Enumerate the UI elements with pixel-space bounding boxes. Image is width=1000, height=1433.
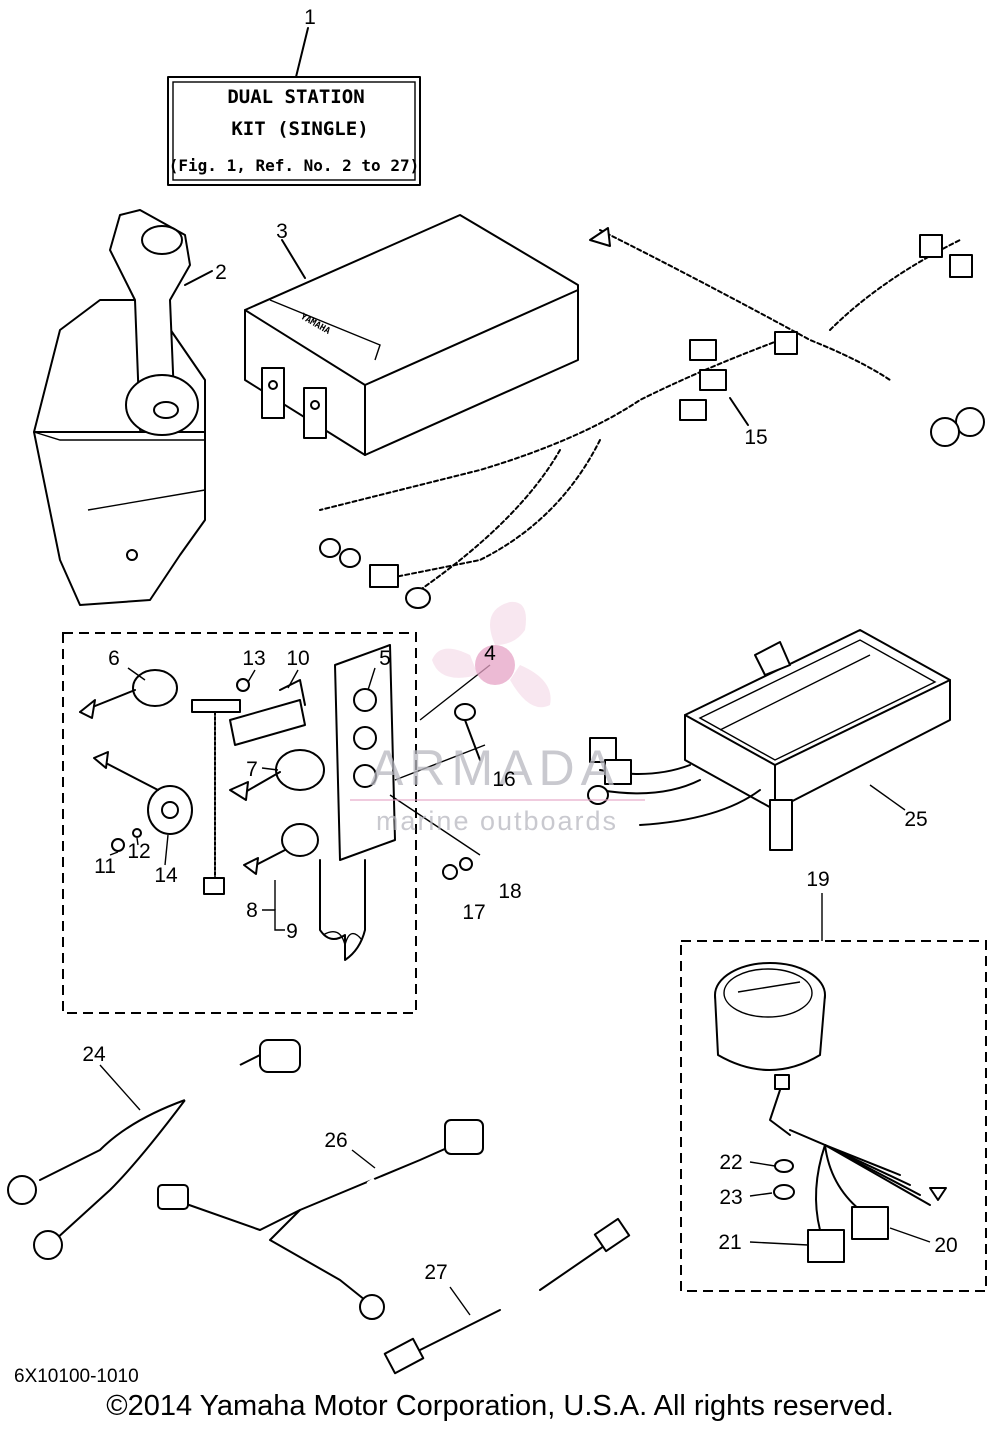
callout-10: 10	[286, 647, 309, 670]
callout-5: 5	[379, 647, 391, 670]
callout-2: 2	[215, 261, 227, 284]
callout-7: 7	[246, 758, 258, 781]
callout-9: 9	[286, 920, 298, 943]
copyright-notice: ©2014 Yamaha Motor Corporation, U.S.A. A…	[106, 1390, 894, 1422]
switch-panel-group	[62, 632, 417, 1014]
callout-3: 3	[276, 220, 288, 243]
callout-25: 25	[904, 808, 927, 831]
part-19-meter-group	[680, 893, 987, 1292]
kit-title-line1: DUAL STATION	[227, 86, 364, 108]
callout-17: 17	[462, 901, 485, 924]
part-3-control-unit-box: YAMAHA	[244, 214, 579, 456]
part-24-y-harness	[7, 1039, 301, 1260]
part-27-extension-wire	[383, 1217, 631, 1375]
kit-title-line3: (Fig. 1, Ref. No. 2 to 27)	[169, 156, 419, 175]
callout-22: 22	[719, 1151, 742, 1174]
callout-20: 20	[934, 1234, 957, 1257]
callout-16: 16	[492, 768, 515, 791]
watermark-brand: ARMADA	[370, 740, 620, 796]
callout-numbers: 1 2 3 4 5 6 7 8 9 10 11 12 13 14 15 16 1…	[82, 6, 957, 1284]
callout-21: 21	[718, 1231, 741, 1254]
kit-title-box: DUAL STATION KIT (SINGLE) (Fig. 1, Ref. …	[167, 27, 421, 186]
part-25-control-module	[587, 629, 951, 851]
callout-1: 1	[304, 6, 316, 29]
watermark-tagline: marine outboards	[376, 806, 618, 836]
callout-6: 6	[108, 647, 120, 670]
callout-23: 23	[719, 1186, 742, 1209]
drawing-code: 6X10100-1010	[14, 1366, 139, 1387]
propeller-logo	[432, 601, 551, 708]
callout-14: 14	[154, 864, 178, 887]
callout-24: 24	[82, 1043, 106, 1066]
callout-12: 12	[127, 840, 150, 863]
callout-18: 18	[498, 880, 521, 903]
part-2-remote-control	[33, 209, 213, 606]
callout-11: 11	[94, 855, 116, 878]
callout-26: 26	[324, 1129, 347, 1152]
kit-title-line2: KIT (SINGLE)	[231, 118, 368, 140]
callout-15: 15	[744, 426, 767, 449]
callout-4: 4	[484, 642, 496, 665]
callout-8: 8	[246, 899, 258, 922]
callout-27: 27	[424, 1261, 447, 1284]
part-26-harness	[157, 1119, 484, 1320]
callout-19: 19	[806, 868, 829, 891]
callout-13: 13	[242, 647, 265, 670]
part-15-main-harness	[319, 227, 985, 609]
armada-watermark: ARMADA marine outboards	[350, 601, 645, 836]
